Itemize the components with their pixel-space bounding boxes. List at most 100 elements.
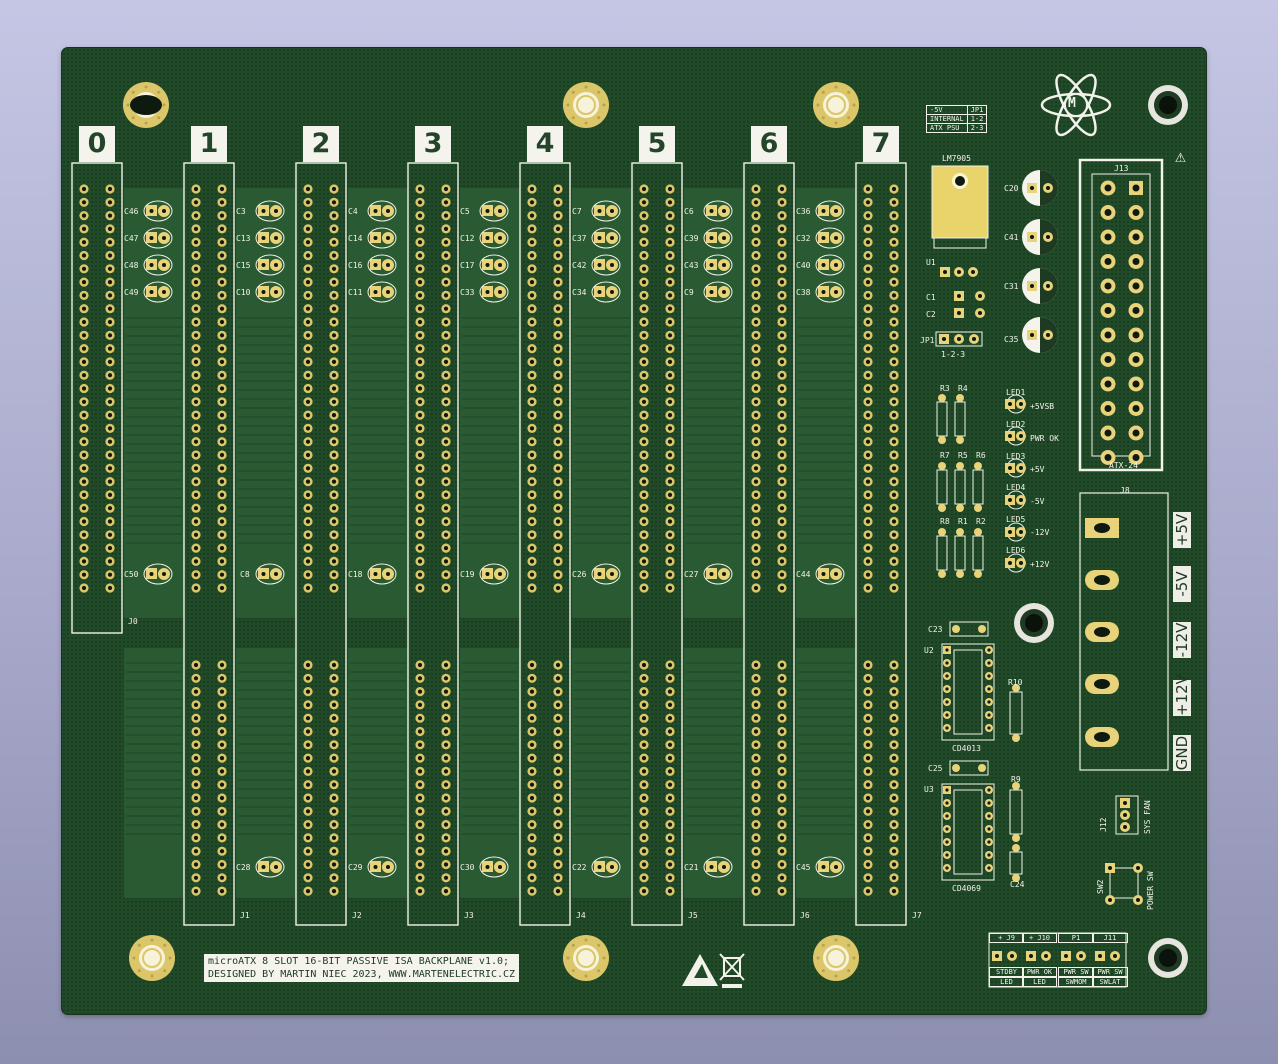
cap-hole (386, 236, 390, 240)
pin-hole (331, 756, 337, 761)
pin-hole (779, 452, 785, 458)
pin-hole (641, 756, 647, 761)
pin-hole (193, 319, 199, 325)
pin-hole (81, 519, 87, 524)
pin-hole (443, 875, 449, 880)
pin-hole (305, 359, 311, 364)
pin-hole (417, 253, 423, 258)
slot-outline (631, 162, 683, 926)
pin-hole (865, 519, 871, 524)
cap-hole (274, 263, 278, 267)
cap-label: C27 (684, 570, 699, 579)
pin-hole (305, 426, 311, 431)
pad-hole (987, 713, 991, 717)
pin-hole (529, 186, 535, 192)
slot-outline (183, 162, 235, 926)
pin-hole (753, 266, 759, 271)
pin-hole (529, 742, 535, 747)
pin-hole (331, 585, 337, 591)
pin-hole (81, 559, 87, 564)
pin-hole (219, 280, 225, 285)
pin-hole (529, 809, 535, 814)
pcb-board[interactable]: 0 1 2 3 4 5 6 7 J0 J1 J2 J3 J4 J5 J6 J7 … (62, 48, 1206, 1014)
pin-hole (641, 399, 647, 404)
pin-hole (219, 226, 225, 231)
via (131, 90, 135, 94)
led-label: PWR OK (1030, 434, 1059, 443)
pin-hole (331, 213, 337, 218)
pad-hole (987, 700, 991, 704)
pin-hole (81, 240, 87, 245)
pin-hole (891, 822, 897, 827)
psu-term-ref: J8 (1120, 486, 1130, 495)
pin-hole (529, 439, 535, 444)
pin-hole (641, 306, 647, 311)
pin-hole (305, 572, 311, 577)
pin-hole (891, 875, 897, 880)
pin-hole (667, 186, 673, 192)
pin-hole (529, 213, 535, 218)
pin-hole (529, 319, 535, 325)
pad-hole (1010, 954, 1014, 958)
pin-hole (753, 399, 759, 404)
pad (974, 570, 982, 578)
cap-outline (703, 281, 733, 303)
pin-hole (443, 200, 449, 205)
trace-field (684, 188, 744, 618)
slot-ref-j4: J4 (576, 911, 586, 920)
pin-hole (417, 280, 423, 285)
pin-hole (753, 689, 759, 694)
pin-hole (443, 426, 449, 431)
pin-hole (641, 585, 647, 591)
pin-hole (529, 253, 535, 258)
pad-hole (1008, 466, 1012, 470)
pin-hole (193, 359, 199, 364)
cap-hole (610, 572, 614, 576)
pin-hole (107, 186, 113, 192)
cap-outline (591, 563, 621, 585)
pin-hole (753, 519, 759, 524)
pin-hole (891, 782, 897, 787)
pin-hole (779, 200, 785, 205)
pin-hole (417, 795, 423, 801)
pin-hole (529, 240, 535, 245)
led-ref: LED1 (1006, 388, 1026, 397)
pin-hole (107, 359, 113, 364)
pin-hole (891, 306, 897, 311)
pin-hole (331, 889, 337, 894)
pin-hole (641, 386, 647, 391)
pin-hole (779, 280, 785, 285)
pin-hole (331, 452, 337, 458)
cap-outline (479, 281, 509, 303)
pin-hole (81, 333, 87, 338)
pin-hole (417, 559, 423, 564)
pin-hole (81, 226, 87, 231)
slot-outline (407, 162, 459, 926)
pin-hole (529, 532, 535, 537)
pad-hole (945, 827, 949, 831)
ic-body (953, 789, 983, 875)
pin-hole (529, 293, 535, 298)
pin-hole (891, 862, 897, 867)
pin-hole (443, 293, 449, 298)
pin-hole (331, 662, 337, 668)
pin-hole (667, 559, 673, 564)
cap-label: C25 (928, 764, 943, 773)
pin-hole (417, 426, 423, 431)
pad-hole (945, 814, 949, 818)
cap-hole (597, 263, 602, 267)
cap-hole (709, 290, 714, 294)
resistor-ref: R10 (1008, 678, 1023, 687)
cap-label: C8 (240, 570, 250, 579)
pin-hole (305, 689, 311, 694)
pin-hole (555, 676, 561, 681)
pad-hole (945, 687, 949, 691)
pin-hole (193, 559, 199, 564)
pin-hole (779, 386, 785, 391)
cap-outline (703, 227, 733, 249)
pad-hole (1046, 235, 1050, 239)
pin-hole (193, 466, 199, 471)
pin-hole (219, 585, 225, 591)
pad-hole (1104, 331, 1112, 339)
pin-hole (641, 875, 647, 880)
